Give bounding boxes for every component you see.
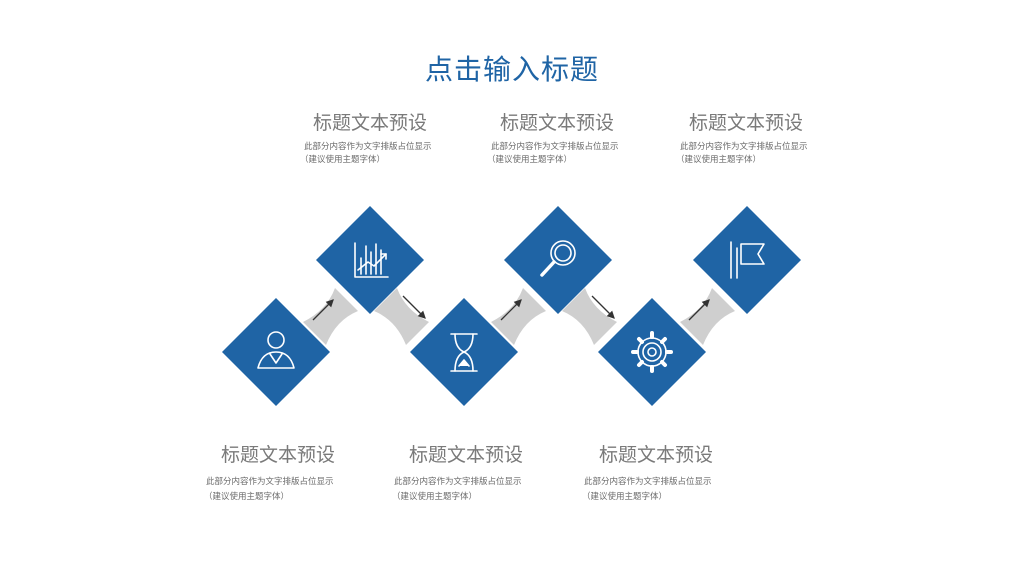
arrow-5 [688, 299, 710, 321]
connector-4-5 [562, 288, 617, 345]
block-note: （建议使用主题字体） [487, 155, 573, 165]
top-text-block-1: 标题文本预设 此部分内容作为文字排版占位显示 （建议使用主题字体） [290, 108, 450, 167]
block-description: 此部分内容作为文字排版占位显示 [206, 477, 334, 487]
magnifier-icon [540, 240, 576, 277]
connector-2-3 [374, 288, 429, 345]
page-title: 点击输入标题 [424, 53, 599, 86]
step-diamond-2 [316, 206, 424, 314]
block-description: 此部分内容作为文字排版占位显示 [304, 142, 432, 152]
flag-icon [730, 241, 765, 279]
block-note: （建议使用主题字体） [204, 492, 290, 502]
bar-chart-icon [354, 242, 389, 278]
block-description: 此部分内容作为文字排版占位显示 [680, 142, 808, 152]
arrow-2 [402, 295, 426, 319]
block-heading: 标题文本预设 [688, 112, 803, 134]
hourglass-icon [450, 333, 478, 372]
gear-icon [631, 331, 673, 373]
block-note: （建议使用主题字体） [582, 492, 668, 502]
bottom-text-block-2: 标题文本预设 此部分内容作为文字排版占位显示 （建议使用主题字体） [386, 440, 546, 504]
connectors [303, 288, 735, 345]
block-description: 此部分内容作为文字排版占位显示 [394, 477, 522, 487]
top-text-block-2: 标题文本预设 此部分内容作为文字排版占位显示 （建议使用主题字体） [477, 108, 637, 167]
block-description: 此部分内容作为文字排版占位显示 [491, 142, 619, 152]
block-heading: 标题文本预设 [408, 444, 523, 466]
block-note: （建议使用主题字体） [676, 155, 762, 165]
arrow-3 [500, 299, 522, 321]
step-diamond-5 [598, 298, 706, 406]
person-icon [257, 331, 295, 369]
block-note: （建议使用主题字体） [392, 492, 478, 502]
block-heading: 标题文本预设 [312, 112, 427, 134]
block-description: 此部分内容作为文字排版占位显示 [584, 477, 712, 487]
step-diamond-6 [693, 206, 801, 314]
arrow-4 [591, 295, 615, 319]
connector-5-6 [680, 288, 735, 345]
connector-3-4 [491, 288, 546, 345]
arrows [312, 295, 710, 321]
bottom-text-block-3: 标题文本预设 此部分内容作为文字排版占位显示 （建议使用主题字体） [576, 440, 736, 504]
bottom-text-block-1: 标题文本预设 此部分内容作为文字排版占位显示 （建议使用主题字体） [198, 440, 358, 504]
block-heading: 标题文本预设 [499, 112, 614, 134]
block-heading: 标题文本预设 [598, 444, 713, 466]
connector-1-2 [303, 288, 358, 345]
block-heading: 标题文本预设 [220, 444, 335, 466]
block-note: （建议使用主题字体） [300, 155, 386, 165]
top-text-block-3: 标题文本预设 此部分内容作为文字排版占位显示 （建议使用主题字体） [666, 108, 826, 167]
arrow-1 [312, 299, 334, 321]
